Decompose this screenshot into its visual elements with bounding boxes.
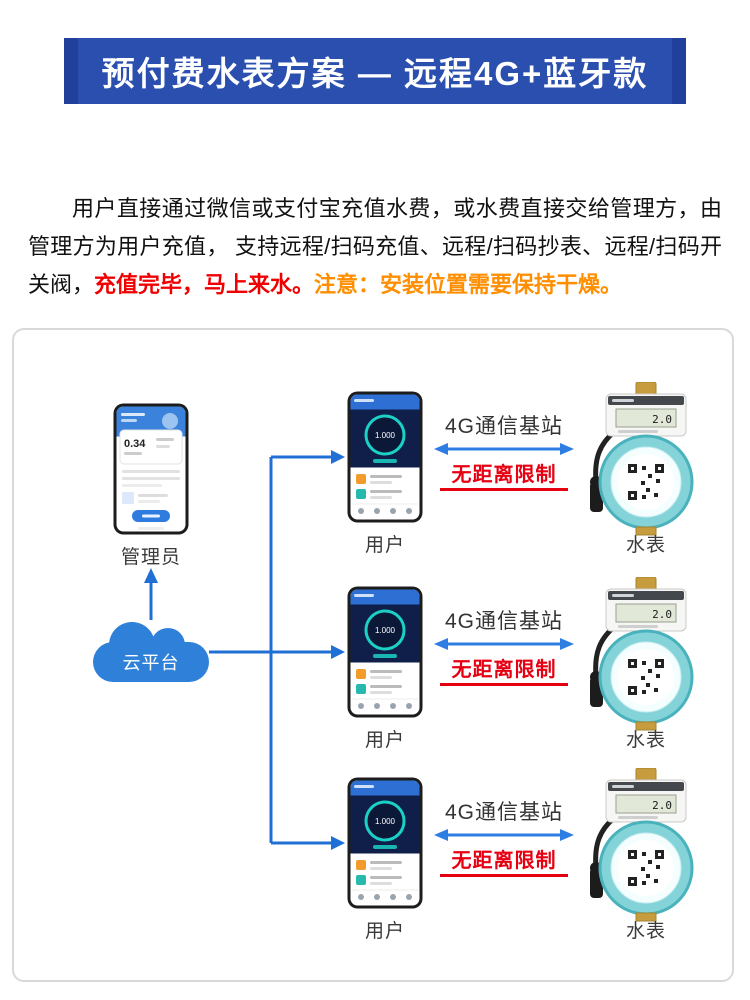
gauge-value: 1.000 (375, 431, 396, 440)
user-label: 用户 (364, 730, 405, 751)
user-label: 用户 (364, 921, 405, 942)
meter-lcd-value: 2.0 (652, 799, 672, 812)
admin-phone-illustration: 0.34 (113, 403, 189, 535)
user-phone-illustration: 1.000 (347, 586, 423, 718)
gauge-value: 1.000 (375, 626, 396, 635)
user-phone-illustration: 1.000 (347, 777, 423, 909)
user-phone-illustration: 1.000 (347, 391, 423, 523)
double-arrow-icon (434, 638, 574, 650)
double-arrow-icon (434, 443, 574, 455)
station-label: 4G通信基站 (444, 610, 563, 633)
meter-label: 水表 (625, 535, 666, 556)
cloud-platform: 云平台 (93, 622, 209, 682)
intro-text-normal: 用户直接通过微信或支付宝充值水费，或水费直接交给管理方，由管理方为用户充值， 支… (28, 196, 722, 297)
meter-label: 水表 (625, 730, 666, 751)
cloud-label: 云平台 (122, 653, 180, 673)
red-underline (440, 683, 568, 686)
water-meter-illustration: 2.0 (590, 768, 694, 922)
diagram-row: 1.000 用户 4G通信基站 无距离限制 (14, 577, 736, 755)
no-distance-limit-label: 无距离限制 (451, 659, 557, 681)
meter-label: 水表 (625, 921, 666, 942)
solution-diagram: 0.34 管理员 云平台 1.000 (12, 328, 734, 982)
diagram-row: 1.000 用户 4G通信基站 无距离限制 (14, 768, 736, 946)
station-label: 4G通信基站 (444, 801, 563, 824)
meter-lcd-value: 2.0 (652, 413, 672, 426)
red-underline (440, 874, 568, 877)
admin-stat-value: 0.34 (124, 438, 146, 450)
gauge-value: 1.000 (375, 817, 396, 826)
no-distance-limit-label: 无距离限制 (451, 464, 557, 486)
meter-lcd-value: 2.0 (652, 608, 672, 621)
water-meter-illustration: 2.0 (590, 577, 694, 731)
double-arrow-icon (434, 829, 574, 841)
no-distance-limit-label: 无距离限制 (451, 850, 557, 872)
diagram-row: 1.000 用户 4G通信基站 无距离限制 (14, 382, 736, 560)
admin-label: 管理员 (120, 547, 181, 568)
red-underline (440, 488, 568, 491)
water-meter-illustration: 2.0 (590, 382, 694, 536)
intro-text-warning: 注意：安装位置需要保持干燥。 (314, 272, 623, 297)
cloud-base-icon (93, 642, 209, 682)
title-banner: 预付费水表方案 — 远程4G+蓝牙款 (64, 38, 686, 104)
user-label: 用户 (364, 535, 405, 556)
station-label: 4G通信基站 (444, 415, 563, 438)
intro-paragraph: 用户直接通过微信或支付宝充值水费，或水费直接交给管理方，由管理方为用户充值， 支… (28, 190, 722, 304)
page-title: 预付费水表方案 — 远程4G+蓝牙款 (101, 55, 649, 92)
intro-text-red: 充值完毕，马上来水。 (94, 272, 315, 297)
